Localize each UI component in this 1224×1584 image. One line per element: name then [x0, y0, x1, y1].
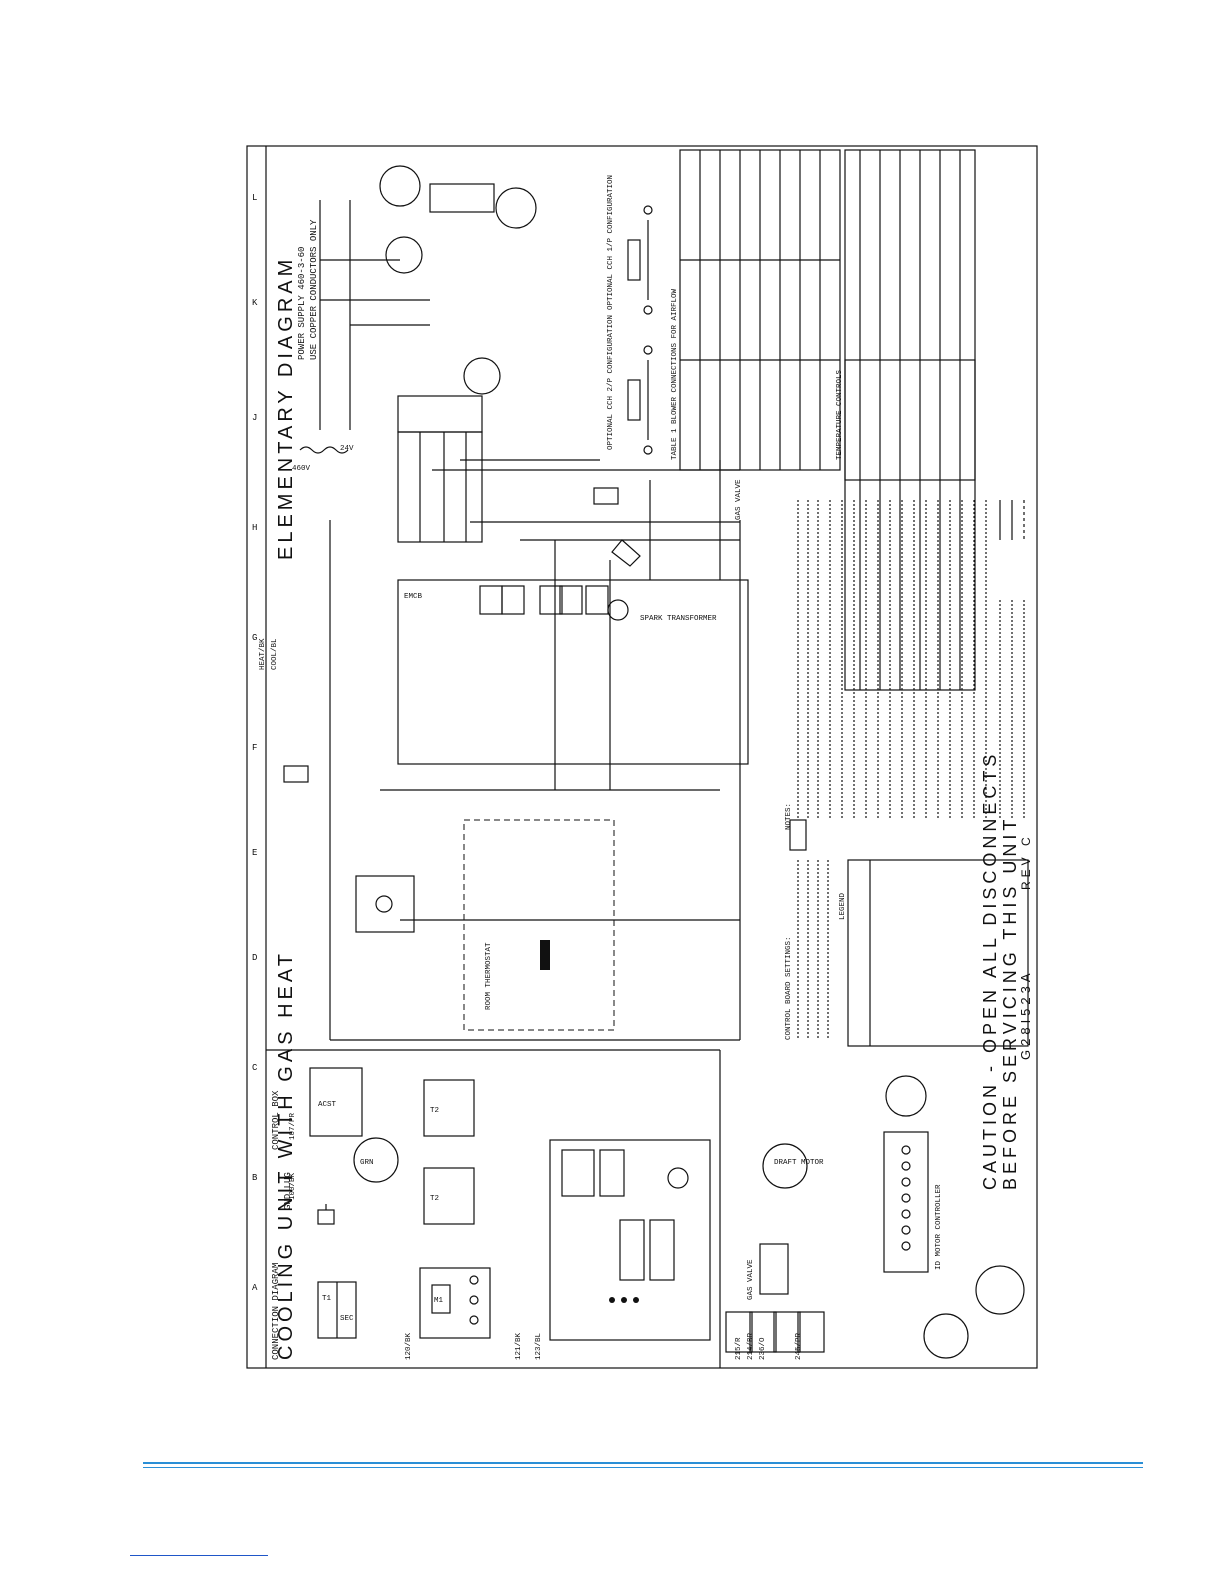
svg-text:COOL/BL: COOL/BL [271, 638, 279, 670]
acst-block: ACST [309, 1067, 363, 1137]
svg-text:TABLE 1 BLOWER CONNECTIONS FOR: TABLE 1 BLOWER CONNECTIONS FOR AIRFLOW [671, 288, 679, 460]
bottom-switch-labels [725, 1311, 825, 1353]
svg-text:C: C [252, 1063, 258, 1073]
id-motor-controller-block: ID MOTOR CONTROLLER [883, 1131, 943, 1273]
zone-markers: L K J H G F E D C B A [252, 193, 258, 1293]
svg-text:F: F [252, 743, 257, 753]
svg-text:121/BK: 121/BK [515, 1332, 523, 1360]
relay-rci [353, 1137, 399, 1183]
power-wiring [319, 165, 537, 430]
svg-text:OPTIONAL CCH 2/P CONFIGURATION: OPTIONAL CCH 2/P CONFIGURATION [607, 315, 615, 450]
transformer-t2-a: T2 [423, 1167, 475, 1225]
svg-text:A: A [252, 1283, 258, 1293]
svg-text:GAS VALVE: GAS VALVE [747, 1259, 755, 1300]
svg-text:T1: T1 [322, 1295, 332, 1303]
svg-text:SPARK TRANSFORMER: SPARK TRANSFORMER [640, 615, 717, 623]
heat-cool-inputs: HEAT/BK COOL/BL [259, 487, 619, 783]
connection-wire-labels: 107/PR 100/BK 120/BK 121/BK 123/BL 215/R… [289, 1112, 803, 1360]
emcb-board-elementary: EMCB SPARK TRANSFORMER [397, 579, 749, 765]
contactor-m1: M1 [419, 1267, 491, 1339]
gas-valve-connection: GAS VALVE [747, 1243, 789, 1300]
svg-text:CONTROL BOARD SETTINGS:: CONTROL BOARD SETTINGS: [785, 936, 793, 1040]
control-box-label: CONTROL BOX [271, 1090, 281, 1150]
doc-id: G28I523A [1018, 969, 1033, 1060]
caution-line-2: BEFORE SERVICING THIS UNIT [1000, 816, 1020, 1190]
svg-text:245/PR: 245/PR [795, 1332, 803, 1360]
acst-elementary [355, 875, 415, 933]
svg-text:107/PR: 107/PR [289, 1112, 297, 1140]
footer-rule-thin [143, 1467, 1143, 1468]
svg-text:ROOM THERMOSTAT: ROOM THERMOSTAT [485, 942, 493, 1010]
idmc-terminal-strip [397, 395, 483, 543]
copper-note: USE COPPER CONDUCTORS ONLY [309, 219, 319, 360]
svg-text:EMCB: EMCB [404, 593, 423, 601]
svg-text:TEMPERATURE CONTROLS: TEMPERATURE CONTROLS [836, 369, 844, 460]
table1-blower-connections: TABLE 1 BLOWER CONNECTIONS FOR AIRFLOW [671, 149, 841, 471]
svg-text:J: J [252, 413, 257, 423]
footer-rule [143, 1462, 1143, 1464]
optional-cch-configs: OPTIONAL CCH 1/P CONFIGURATION OPTIONAL … [607, 175, 653, 455]
svg-text:T2: T2 [430, 1107, 439, 1115]
svg-text:215/R: 215/R [735, 1337, 743, 1360]
svg-text:K: K [252, 298, 258, 308]
transformer-t1: T1 SEC [317, 1281, 357, 1339]
svg-text:G: G [252, 633, 257, 643]
room-thermostat-box: ROOM THERMOSTAT [463, 819, 615, 1031]
svg-text:E: E [252, 848, 257, 858]
draft-motor [762, 1143, 808, 1189]
elementary-wiring [329, 459, 741, 1041]
elementary-transformer: 460V 24V [292, 445, 354, 473]
svg-text:HEAT/BK: HEAT/BK [259, 638, 267, 670]
svg-text:L: L [252, 193, 257, 203]
svg-text:GRN: GRN [360, 1159, 374, 1167]
gnd-lug-label: GND LUG [283, 1172, 293, 1210]
svg-text:ACST: ACST [318, 1101, 337, 1109]
connection-title: CONNECTION DIAGRAM [271, 1263, 281, 1360]
svg-text:ID MOTOR CONTROLLER: ID MOTOR CONTROLLER [935, 1184, 943, 1270]
caution-line-1: CAUTION - OPEN ALL DISCONNECTS [980, 751, 1000, 1190]
id-fan-motor [885, 1075, 927, 1117]
compressor-motor [923, 1313, 969, 1359]
svg-text:123/BL: 123/BL [535, 1332, 543, 1360]
transformer-t2-b: T2 [423, 1079, 475, 1137]
svg-text:LEGEND: LEGEND [839, 892, 847, 920]
title-right: ELEMENTARY DIAGRAM [275, 256, 297, 560]
rev-label: REV C [1019, 833, 1033, 890]
svg-text:24V: 24V [340, 445, 354, 453]
svg-text:M1: M1 [434, 1297, 444, 1305]
svg-text:NOTES:: NOTES: [785, 803, 793, 830]
svg-text:460V: 460V [292, 465, 311, 473]
draft-motor-label: DRAFT MOTOR [774, 1159, 824, 1167]
wiring-legend [999, 500, 1025, 540]
diagram-frame [246, 145, 1038, 1369]
svg-text:H: H [252, 523, 257, 533]
svg-text:120/BK: 120/BK [405, 1332, 413, 1360]
svg-text:GAS VALVE: GAS VALVE [735, 479, 743, 520]
footer-link-mark [130, 1555, 268, 1556]
svg-text:T2: T2 [430, 1195, 439, 1203]
temperature-controls-tables: TEMPERATURE CONTROLS [836, 149, 976, 691]
legend-table: LEGEND [839, 859, 1029, 1047]
gas-valve-elementary: GAS VALVE [611, 479, 743, 567]
outdoor-fan-motor [975, 1265, 1025, 1315]
ground-lug [317, 1204, 335, 1225]
svg-text:B: B [252, 1173, 258, 1183]
svg-text:214/BR: 214/BR [747, 1332, 755, 1360]
svg-text:SEC: SEC [340, 1315, 354, 1323]
svg-text:100/BK: 100/BK [289, 1172, 297, 1200]
emcb-board-connection [549, 1139, 711, 1341]
title-left: COOLING UNIT WITH GAS HEAT [275, 950, 297, 1360]
svg-text:236/O: 236/O [759, 1337, 767, 1360]
svg-text:OPTIONAL CCH 1/P CONFIGURATION: OPTIONAL CCH 1/P CONFIGURATION [607, 175, 615, 310]
power-supply-label: POWER SUPPLY 460-3-60 [297, 247, 307, 360]
id-fan-elementary [463, 357, 501, 395]
svg-text:D: D [252, 953, 257, 963]
control-board-settings: CONTROL BOARD SETTINGS: [785, 819, 829, 1040]
notes-area: NOTES: [785, 500, 1025, 830]
